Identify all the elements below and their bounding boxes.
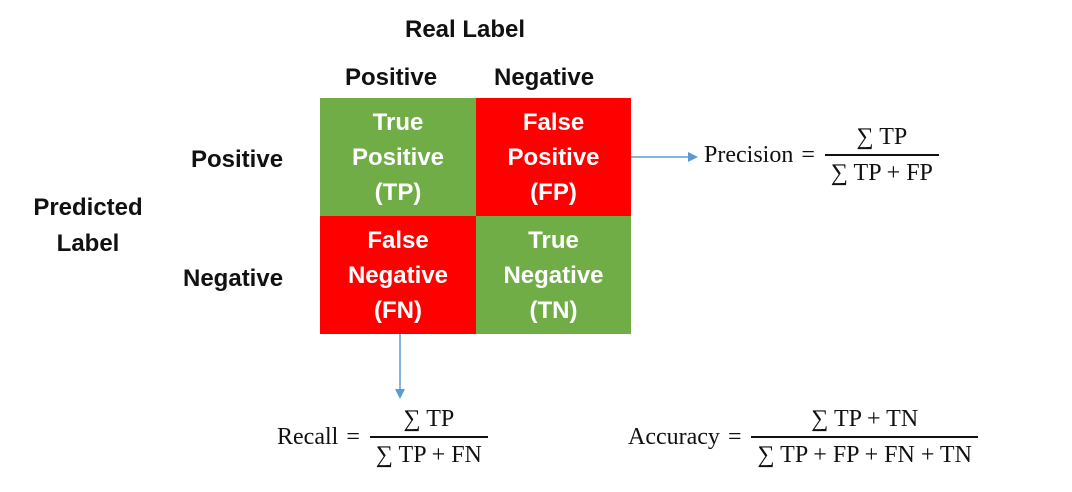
column-header-negative: Negative	[494, 64, 595, 91]
column-header-positive: Positive	[345, 64, 438, 91]
recall-denominator: ∑ TP + FN	[375, 442, 482, 468]
cell-tn-line2: Negative	[503, 261, 604, 289]
recall-name: Recall	[277, 423, 339, 450]
precision-arrow-head	[688, 152, 698, 162]
precision-name: Precision	[704, 141, 794, 168]
cell-true-positive: True Positive (TP)	[320, 98, 476, 216]
cell-tn-line3: (TN)	[529, 296, 578, 324]
predicted-label-line2: Label	[56, 230, 120, 257]
precision-fraction: ∑ TP ∑ TP + FP	[824, 122, 939, 188]
cell-fn-line1: False	[367, 226, 429, 254]
real-label-title: Real Label	[405, 16, 526, 43]
cell-true-negative: True Negative (TN)	[476, 216, 631, 334]
cell-false-positive: False Positive (FP)	[476, 98, 631, 216]
accuracy-numerator: ∑ TP + TN	[811, 406, 919, 432]
cell-fp-line1: False	[522, 108, 585, 136]
accuracy-fraction-bar	[751, 436, 978, 438]
accuracy-name: Accuracy	[628, 423, 720, 450]
recall-fraction-bar	[369, 436, 488, 438]
precision-equals: =	[801, 141, 815, 168]
predicted-label-title: Predicted Label	[18, 190, 158, 262]
cell-fp-line2: Positive	[507, 143, 600, 171]
accuracy-equals: =	[727, 423, 742, 450]
cell-tp-line1: True	[372, 108, 424, 136]
cell-tn-line1: True	[528, 226, 579, 254]
cell-fn-line3: (FN)	[374, 296, 422, 324]
precision-denominator: ∑ TP + FP	[830, 160, 933, 186]
precision-fraction-bar	[824, 154, 939, 156]
recall-fraction: ∑ TP ∑ TP + FN	[369, 404, 488, 470]
recall-equals: =	[346, 423, 360, 450]
recall-arrow-head	[395, 389, 405, 399]
cell-tp-line3: (TP)	[374, 178, 422, 206]
accuracy-fraction: ∑ TP + TN ∑ TP + FP + FN + TN	[751, 404, 978, 470]
cell-tp-line2: Positive	[351, 143, 445, 171]
cell-fn-line2: Negative	[347, 261, 449, 289]
precision-numerator: ∑ TP	[856, 124, 908, 150]
accuracy-formula: Accuracy = ∑ TP + TN ∑ TP + FP + FN + TN	[628, 404, 978, 470]
predicted-label-line1: Predicted	[33, 194, 143, 221]
accuracy-denominator: ∑ TP + FP + FN + TN	[757, 442, 972, 468]
cell-false-negative: False Negative (FN)	[320, 216, 476, 334]
recall-numerator: ∑ TP	[403, 406, 455, 432]
row-header-positive: Positive	[191, 146, 284, 173]
cell-fp-line3: (FP)	[530, 178, 577, 206]
precision-formula: Precision = ∑ TP ∑ TP + FP	[704, 122, 939, 188]
row-header-negative: Negative	[183, 265, 284, 292]
recall-formula: Recall = ∑ TP ∑ TP + FN	[277, 404, 488, 470]
